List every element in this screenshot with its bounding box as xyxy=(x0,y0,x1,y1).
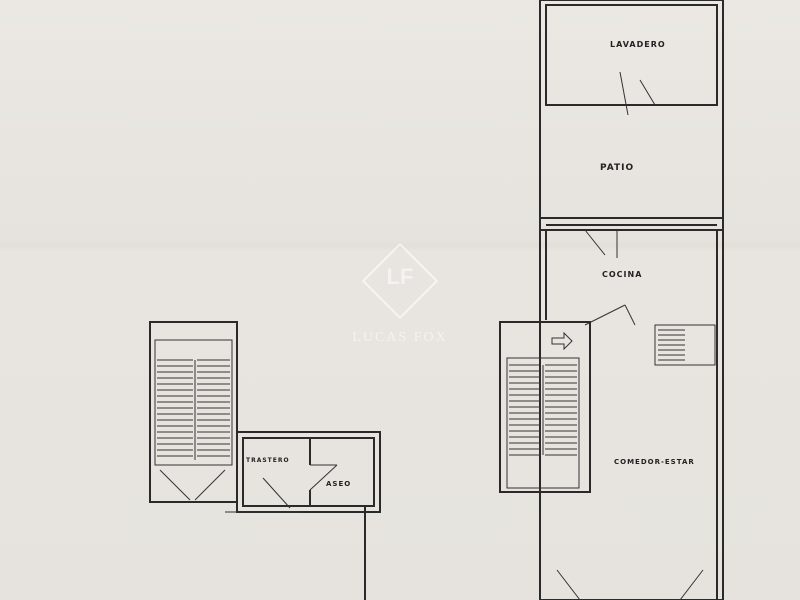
watermark-name: LUCAS FOX xyxy=(352,330,448,345)
watermark: LF LUCAS FOX xyxy=(345,242,455,346)
room-label-trastero: TRASTERO xyxy=(246,457,290,464)
kitchen-staircase xyxy=(654,324,716,366)
room-label-aseo: ASEO xyxy=(326,480,352,488)
room-label-lavadero: LAVADERO xyxy=(610,40,666,49)
room-label-cocina: COCINA xyxy=(602,270,643,279)
room-label-patio: PATIO xyxy=(600,163,635,173)
left-building-walls xyxy=(149,321,381,600)
room-label-comedor-estar: COMEDOR-ESTAR xyxy=(614,458,695,466)
doors xyxy=(556,71,704,600)
central-staircase xyxy=(499,321,591,493)
watermark-logo-text: LF xyxy=(386,264,414,289)
right-building-walls xyxy=(539,0,724,600)
